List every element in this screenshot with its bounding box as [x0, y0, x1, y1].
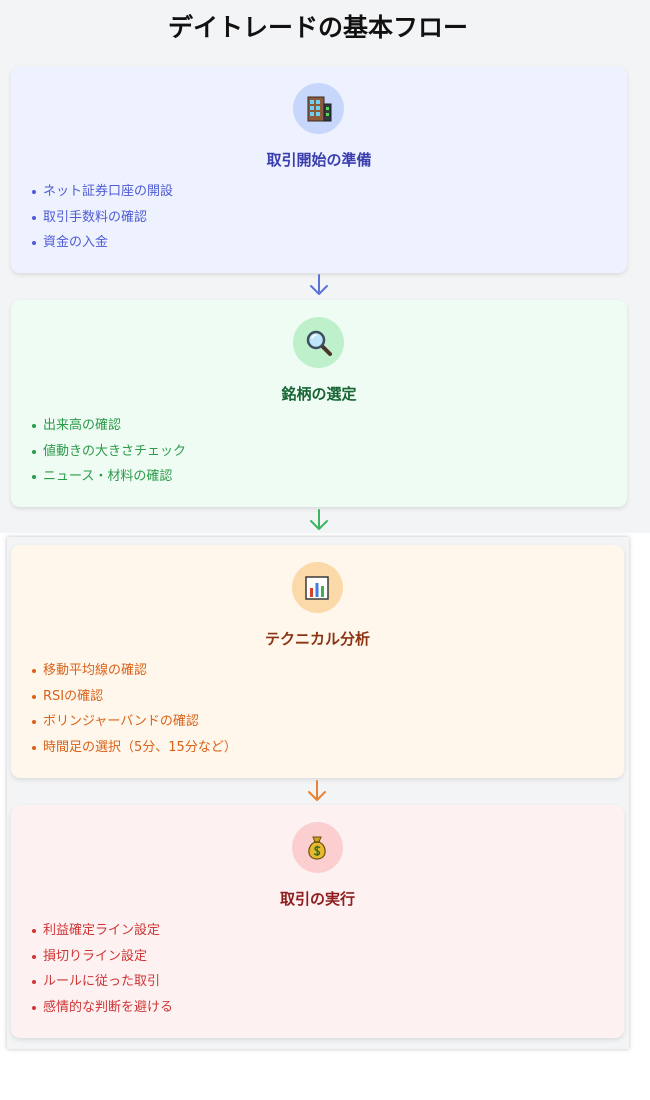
down-arrow-icon: [310, 509, 328, 530]
step-title: テクニカル分析: [264, 630, 370, 648]
list-item: 取引手数料の確認: [11, 210, 627, 236]
list-item: 利益確定ライン設定: [11, 923, 624, 949]
step-item-list: 利益確定ライン設定 損切りライン設定 ルールに従った取引 感情的な判断を避ける: [11, 923, 624, 1025]
list-item: 移動平均線の確認: [11, 663, 624, 689]
magnifier-icon: [306, 330, 332, 356]
step-title: 取引の実行: [279, 890, 355, 908]
page-title: デイトレードの基本フロー: [167, 13, 468, 42]
icon-circle: [291, 822, 343, 873]
list-item: 資金の入金: [11, 235, 627, 261]
bar-chart-icon: [305, 575, 329, 600]
down-arrow-icon: [308, 780, 326, 801]
icon-circle: [293, 317, 344, 368]
step-title: 銘柄の選定: [281, 385, 357, 403]
list-item: ネット証券口座の開設: [11, 184, 627, 210]
step-item-list: ネット証券口座の開設 取引手数料の確認 資金の入金: [11, 184, 627, 261]
list-item: ニュース・材料の確認: [11, 469, 627, 495]
step-card-technical-analysis: テクニカル分析 移動平均線の確認 RSIの確認 ボリンジャーバンドの確認 時間足…: [11, 545, 624, 778]
step-item-list: 移動平均線の確認 RSIの確認 ボリンジャーバンドの確認 時間足の選択（5分、1…: [11, 663, 624, 765]
step-card-preparation: 取引開始の準備 ネット証券口座の開設 取引手数料の確認 資金の入金: [11, 66, 627, 273]
building-icon: [307, 96, 331, 121]
icon-circle: [293, 83, 344, 134]
down-arrow-icon: [310, 274, 328, 295]
list-item: ルールに従った取引: [11, 974, 624, 1000]
list-item: 損切りライン設定: [11, 949, 624, 975]
step-card-trade-execution: 取引の実行 利益確定ライン設定 損切りライン設定 ルールに従った取引 感情的な判…: [11, 805, 624, 1038]
list-item: RSIの確認: [11, 689, 624, 715]
list-item: ボリンジャーバンドの確認: [11, 714, 624, 740]
list-item: 感情的な判断を避ける: [11, 1000, 624, 1026]
icon-circle: [291, 562, 343, 613]
list-item: 値動きの大きさチェック: [11, 444, 627, 470]
list-item: 出来高の確認: [11, 418, 627, 444]
step-card-stock-selection: 銘柄の選定 出来高の確認 値動きの大きさチェック ニュース・材料の確認: [11, 300, 627, 507]
money-bag-icon: [308, 836, 326, 860]
step-item-list: 出来高の確認 値動きの大きさチェック ニュース・材料の確認: [11, 418, 627, 495]
step-title: 取引開始の準備: [266, 151, 372, 169]
list-item: 時間足の選択（5分、15分など）: [11, 740, 624, 766]
